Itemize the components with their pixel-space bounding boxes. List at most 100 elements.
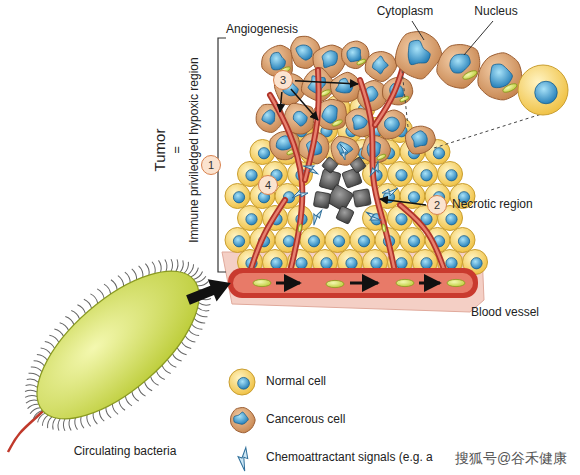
pilus — [54, 327, 64, 338]
angiogenesis-vessels — [250, 60, 445, 272]
cell-nucleus — [385, 117, 400, 131]
pilus — [84, 298, 93, 308]
callout-number: 2 — [427, 195, 447, 215]
chemoattractant-signal — [364, 209, 381, 226]
necrotic-cell — [326, 184, 353, 211]
cancer-cell — [437, 45, 480, 89]
normal-cell — [518, 65, 568, 115]
cell-nucleus — [408, 192, 419, 203]
pilus — [77, 417, 88, 429]
pilus — [26, 380, 38, 392]
pilus — [193, 272, 203, 281]
bacterium-cell — [13, 245, 223, 444]
small-bacterium — [356, 58, 367, 66]
pilus — [54, 419, 66, 431]
chemoattractant-signal — [340, 144, 348, 160]
label: Circulating bacteria — [74, 445, 177, 459]
pilus — [181, 340, 191, 351]
cell-nucleus — [336, 78, 353, 93]
cell-nucleus — [322, 105, 337, 123]
pilus — [90, 413, 101, 424]
cell-nucleus — [258, 148, 269, 159]
cell-nucleus — [233, 192, 244, 203]
small-bacterium — [253, 279, 271, 286]
tumor-illustration — [222, 36, 488, 312]
pilus — [40, 415, 51, 426]
leader-arrow — [380, 199, 426, 205]
callout-number: 4 — [258, 175, 278, 195]
cell-nucleus — [321, 258, 332, 269]
label: Blood vessel — [471, 306, 539, 320]
normal-cell — [300, 228, 325, 253]
cancer-cell — [361, 136, 390, 163]
normal-cell — [229, 369, 255, 395]
pilus — [28, 401, 39, 412]
cell-nucleus — [421, 170, 432, 181]
tumor-bracket — [218, 38, 226, 272]
small-bacterium — [462, 69, 479, 81]
pilus — [137, 387, 146, 397]
legend-text: Cancerous cell — [266, 413, 345, 427]
cancer-cell — [405, 126, 435, 154]
cell-nucleus — [296, 258, 307, 269]
cell-nucleus — [372, 56, 388, 74]
pilus — [110, 404, 120, 415]
chemoattractant-signal — [367, 161, 384, 178]
pilus — [130, 391, 139, 401]
pilus — [196, 275, 207, 285]
pilus — [25, 386, 37, 398]
pilus — [30, 406, 41, 416]
cell-nucleus — [238, 377, 250, 389]
normal-cell — [350, 228, 375, 253]
pilus — [172, 352, 182, 363]
pilus — [129, 269, 139, 280]
pilus — [59, 419, 71, 431]
pilus — [185, 264, 196, 275]
cell-nucleus — [535, 81, 558, 104]
flagellum — [8, 410, 44, 452]
pilus — [83, 415, 94, 426]
cell-nucleus — [352, 115, 367, 129]
pilus — [192, 321, 203, 332]
pilus — [60, 321, 70, 332]
cancer-cell — [330, 72, 360, 102]
normal-cell — [225, 184, 250, 209]
label: Angiogenesis — [226, 23, 298, 37]
pilus — [96, 288, 105, 298]
leader-arrow — [280, 92, 282, 112]
leader-arrow — [291, 89, 318, 120]
pilus — [109, 279, 119, 290]
normal-cell — [238, 206, 263, 231]
pilus — [29, 369, 40, 381]
small-bacterium — [298, 224, 303, 232]
cell-nucleus — [446, 214, 457, 225]
blood-vessel — [228, 268, 478, 298]
cell-nucleus — [233, 236, 244, 247]
normal-cells — [225, 96, 488, 275]
leader-line — [412, 21, 424, 40]
bacterium-body — [0, 229, 240, 462]
pilus — [117, 400, 127, 411]
cell-nucleus — [246, 214, 257, 225]
pilus — [142, 264, 153, 275]
pilus — [31, 364, 42, 376]
cancer-cell — [395, 32, 441, 79]
pilus — [148, 262, 159, 274]
vessel-branch — [305, 70, 319, 180]
cell-nucleus — [270, 52, 285, 69]
cell-nucleus — [421, 258, 432, 269]
cell-nucleus — [293, 111, 307, 126]
pilus — [26, 396, 38, 407]
legend-text: Normal cell — [266, 375, 326, 389]
chemoattractant-signal — [292, 190, 308, 198]
cell-nucleus — [446, 258, 457, 269]
cell-nucleus — [346, 258, 357, 269]
pilus — [116, 275, 126, 286]
chemoattractant-signal — [382, 188, 398, 196]
callout-text: 4 — [265, 180, 271, 191]
pilus — [165, 259, 177, 271]
cell-nucleus — [347, 47, 361, 61]
cell-nucleus — [296, 45, 312, 60]
cell-nucleus — [396, 214, 407, 225]
